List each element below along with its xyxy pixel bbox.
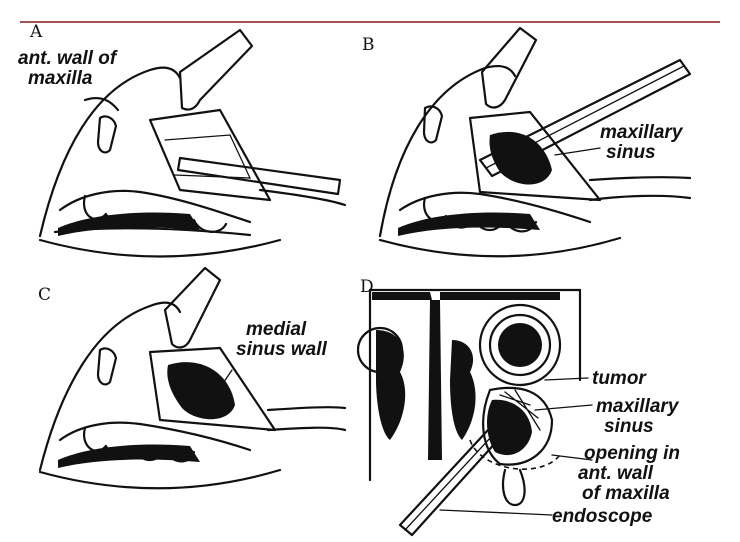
panel-b: B maxillary sinus xyxy=(362,26,692,258)
panel-b-label-line1: maxillary xyxy=(600,122,684,143)
panel-c-label-line2: sinus wall xyxy=(236,339,328,360)
panel-d-label-opening: opening in xyxy=(584,443,680,464)
panel-b-label-line2: sinus xyxy=(606,142,656,163)
panel-d-letter: D xyxy=(360,277,374,297)
panel-a: A ant. wall of maxilla xyxy=(18,22,347,258)
panel-d-label-sinus: sinus xyxy=(604,416,654,437)
panel-d: D tumor maxillary sinus xyxy=(356,277,680,537)
panel-a-label-line1: ant. wall of xyxy=(18,48,118,69)
panel-d-label-maxillary: maxillary xyxy=(596,396,680,417)
panel-d-label-antwall: ant. wall xyxy=(578,463,654,484)
panel-d-label-tumor: tumor xyxy=(592,368,647,389)
panel-a-letter: A xyxy=(29,22,43,42)
panel-c-label-line1: medial xyxy=(246,319,307,340)
panel-d-label-endoscope: endoscope xyxy=(552,506,653,527)
panel-c-letter: C xyxy=(38,285,51,305)
panel-d-label-ofmaxilla: of maxilla xyxy=(582,483,670,504)
panel-a-label-line2: maxilla xyxy=(28,68,93,89)
panel-c: C medial sinus wall xyxy=(38,266,347,490)
panel-b-letter: B xyxy=(362,35,375,55)
